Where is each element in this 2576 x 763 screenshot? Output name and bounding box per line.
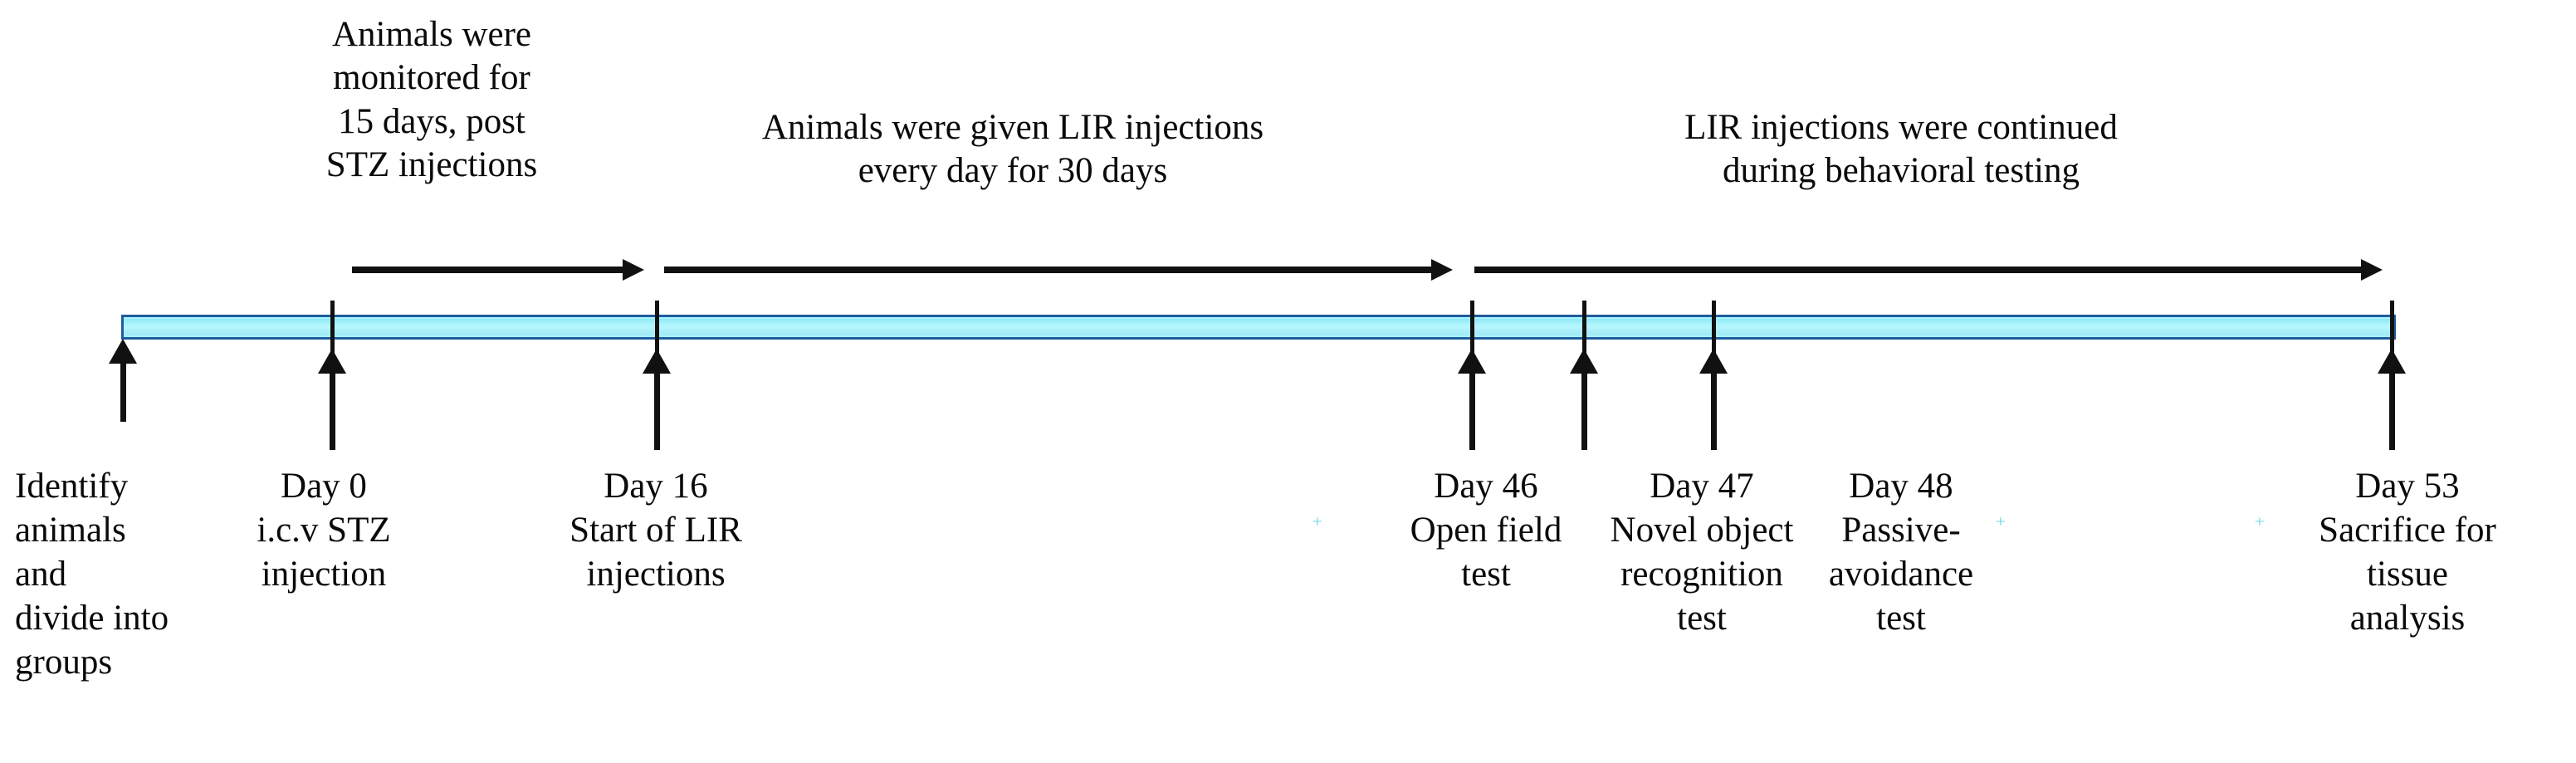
timeline-tick-day-53 xyxy=(2390,301,2394,354)
phase-label-lir-daily: Animals were given LIR injections every … xyxy=(761,108,1264,191)
event-label-day-48: Day 48 Passive- avoidance test xyxy=(1828,467,1974,638)
event-label-identify-animals: Identify animals and divide into groups xyxy=(15,467,169,682)
arrow-head-icon xyxy=(109,339,137,364)
scan-speck-icon: ⁺ xyxy=(2254,513,2266,537)
arrow-head-icon xyxy=(1570,349,1598,374)
arrow-shaft xyxy=(1474,267,2364,273)
timeline-tick-day-16 xyxy=(655,301,659,354)
timeline-tick-day-46 xyxy=(1470,301,1474,354)
timeline-tick-day-48 xyxy=(1712,301,1716,354)
phase-label-monitoring: Animals were monitored for 15 days, post… xyxy=(325,15,538,185)
event-label-day-53: Day 53 Sacrifice for tissue analysis xyxy=(2319,467,2496,638)
event-pointer-day-48 xyxy=(1699,349,1728,450)
phase-label-lir-behavioral: LIR injections were continued during beh… xyxy=(1684,108,2118,191)
phase-arrow-monitoring xyxy=(352,259,644,281)
arrow-head-icon xyxy=(1431,259,1453,281)
event-pointer-day-46 xyxy=(1458,349,1486,450)
event-label-day-47: Day 47 Novel object recognition test xyxy=(1610,467,1794,638)
timeline-bar-fill xyxy=(124,319,2393,335)
event-label-day-16: Day 16 Start of LIR injections xyxy=(569,467,742,594)
scan-speck-icon: ⁺ xyxy=(1995,513,2007,537)
timeline-tick-day-47 xyxy=(1582,301,1586,354)
event-pointer-day-47 xyxy=(1570,349,1598,450)
event-pointer-day-0 xyxy=(318,349,346,450)
event-label-day-0: Day 0 i.c.v STZ injection xyxy=(257,467,391,594)
phase-arrow-lir-daily xyxy=(664,259,1453,281)
arrow-head-icon xyxy=(318,349,346,374)
arrow-head-icon xyxy=(1458,349,1486,374)
arrow-shaft xyxy=(2389,370,2395,450)
timeline-tick-day-0 xyxy=(330,301,335,354)
event-pointer-day-16 xyxy=(643,349,671,450)
arrow-shaft xyxy=(120,360,126,422)
arrow-shaft xyxy=(1469,370,1475,450)
scan-speck-icon: ⁺ xyxy=(1312,513,1323,537)
arrow-head-icon xyxy=(623,259,644,281)
arrow-head-icon xyxy=(643,349,671,374)
arrow-head-icon xyxy=(2361,259,2383,281)
event-label-day-46: Day 46 Open field test xyxy=(1410,467,1562,594)
arrow-shaft xyxy=(654,370,660,450)
arrow-shaft xyxy=(352,267,626,273)
arrow-shaft xyxy=(330,370,335,450)
arrow-shaft xyxy=(664,267,1435,273)
arrow-head-icon xyxy=(2378,349,2406,374)
arrow-head-icon xyxy=(1699,349,1728,374)
arrow-shaft xyxy=(1581,370,1587,450)
timeline-bar xyxy=(121,315,2396,340)
event-pointer-day-53 xyxy=(2378,349,2406,450)
event-pointer-identify-animals xyxy=(109,339,137,422)
phase-arrow-lir-behavioral xyxy=(1474,259,2383,281)
arrow-shaft xyxy=(1711,370,1717,450)
